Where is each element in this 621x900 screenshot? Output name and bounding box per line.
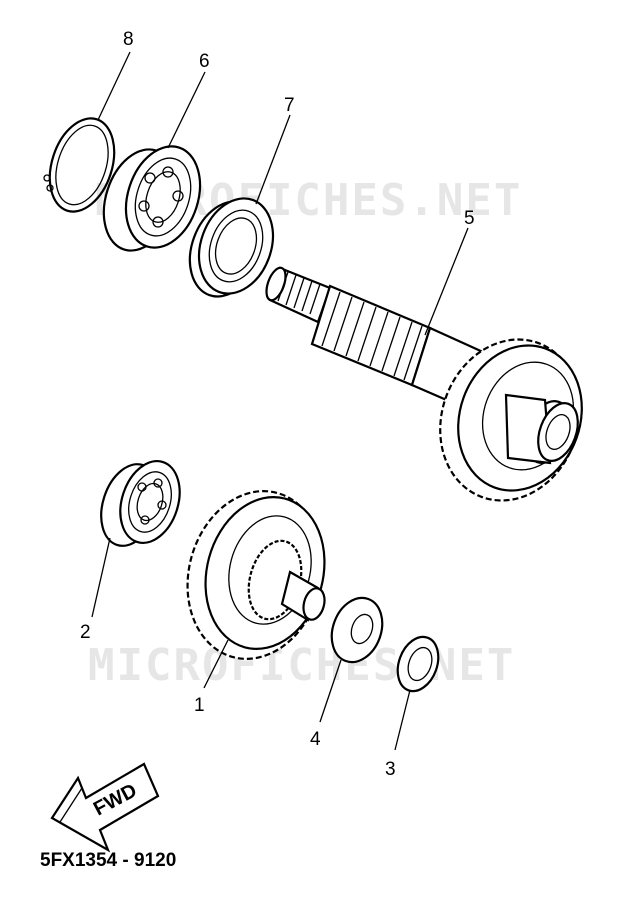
watermark-bottom: MICROFICHES.NET — [88, 640, 515, 691]
callout-4: 4 — [310, 729, 321, 750]
callout-3: 3 — [385, 759, 396, 780]
circlip-part-8 — [43, 117, 116, 213]
shaft-gear-part-5 — [265, 266, 583, 502]
fwd-arrow: FWD — [50, 762, 160, 853]
callout-8: 8 — [123, 29, 134, 50]
gear-part-1 — [186, 490, 326, 660]
bearing-part-2 — [100, 460, 181, 547]
callout-6: 6 — [199, 51, 210, 72]
leader-lines — [91, 51, 469, 751]
oil-seal-part-7 — [188, 197, 275, 298]
callout-5: 5 — [464, 208, 475, 229]
callout-2: 2 — [80, 622, 91, 643]
washer-part-4 — [330, 596, 384, 664]
bearing-part-6 — [102, 145, 202, 252]
callout-7: 7 — [284, 95, 295, 116]
callout-1: 1 — [194, 695, 205, 716]
washer-part-3 — [396, 635, 440, 693]
diagram-code: 5FX1354 - 9120 — [40, 850, 176, 871]
